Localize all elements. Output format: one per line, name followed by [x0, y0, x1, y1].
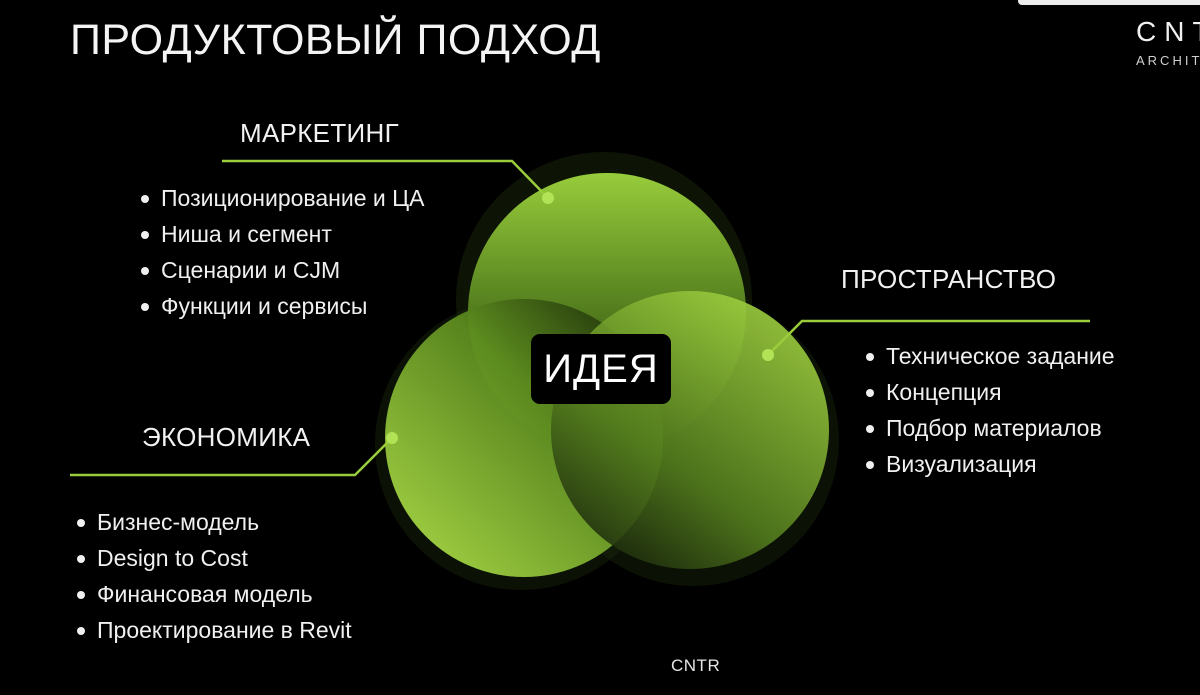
list-item: Design to Cost: [75, 540, 352, 576]
logo-subtext: ARCHIT: [1136, 53, 1200, 68]
list-item: Функции и сервисы: [139, 288, 424, 324]
page-title: ПРОДУКТОВЫЙ ПОДХОД: [70, 16, 601, 64]
idea-label-text: ИДЕЯ: [543, 346, 659, 391]
idea-label: ИДЕЯ: [531, 334, 671, 404]
economics-connector-line: [70, 437, 393, 477]
marketing-connector-dot: [542, 192, 554, 204]
logo-text: CNT: [1136, 16, 1200, 47]
marketing-connector-line: [222, 159, 549, 199]
list-item: Концепция: [864, 374, 1115, 410]
list-item: Бизнес-модель: [75, 504, 352, 540]
space-list: Техническое задание Концепция Подбор мат…: [864, 338, 1115, 482]
list-item: Финансовая модель: [75, 576, 352, 612]
economics-heading: ЭКОНОМИКА: [142, 422, 311, 452]
list-item: Визуализация: [864, 446, 1115, 482]
list-item: Ниша и сегмент: [139, 216, 424, 252]
top-bar: [1018, 0, 1200, 5]
list-item: Сценарии и CJM: [139, 252, 424, 288]
marketing-list: Позиционирование и ЦА Ниша и сегмент Сце…: [139, 180, 424, 324]
space-heading: ПРОСТРАНСТВО: [841, 264, 1057, 294]
economics-connector-dot: [386, 432, 398, 444]
space-connector-dot: [762, 349, 774, 361]
list-item: Техническое задание: [864, 338, 1115, 374]
economics-list: Бизнес-модель Design to Cost Финансовая …: [75, 504, 352, 648]
marketing-heading: МАРКЕТИНГ: [240, 118, 399, 148]
list-item: Подбор материалов: [864, 410, 1115, 446]
space-connector-line: [767, 319, 1090, 356]
space-circle: [551, 291, 829, 569]
list-item: Позиционирование и ЦА: [139, 180, 424, 216]
list-item: Проектирование в Revit: [75, 612, 352, 648]
footer-brand: CNTR: [671, 656, 721, 675]
